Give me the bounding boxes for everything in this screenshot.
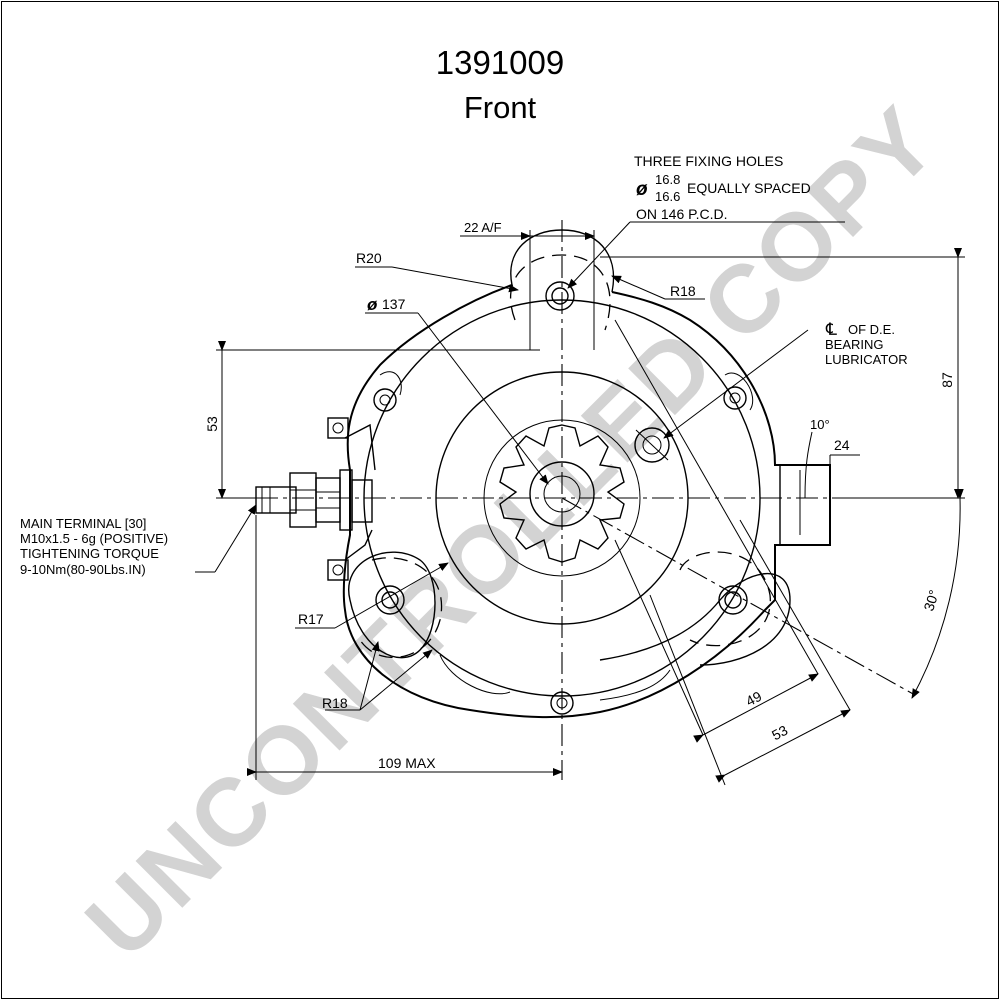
fixing-holes-dia-upper: 16.8	[655, 172, 680, 187]
angle-10-label: 10°	[810, 417, 830, 432]
fixing-holes-dia-lower: 16.6	[655, 189, 680, 204]
labels: THREE FIXING HOLES ø 16.8 16.6 EQUALLY S…	[20, 153, 955, 771]
dim-24-label: 24	[834, 437, 850, 453]
upper-small-terminal	[327, 417, 349, 439]
casting-detail-2	[724, 372, 754, 411]
diagonal-centre-line	[561, 497, 916, 696]
dim-109-label: 109 MAX	[378, 755, 436, 771]
dim-53-left-label: 53	[204, 416, 220, 432]
terminal-stud	[255, 486, 297, 514]
diameter-137-symbol: ø	[367, 295, 378, 314]
left-lug-outline	[348, 551, 436, 659]
lubricator-plug-inner	[642, 435, 662, 455]
centreline-symbol: ℄	[825, 320, 837, 339]
lower-small-terminal	[327, 559, 349, 581]
top-fixing-hole-inner	[551, 287, 569, 305]
watermark-text: UNCONTROLLED COPY	[66, 86, 958, 978]
r18-top-label: R18	[670, 283, 696, 299]
bearing-lubricator	[634, 427, 670, 463]
right-lug-outline	[599, 573, 791, 666]
casting-detail-4	[599, 669, 671, 701]
left-lug-radius	[359, 557, 443, 659]
cl-label-3: LUBRICATOR	[825, 352, 908, 367]
r17-label: R17	[298, 611, 324, 627]
right-fixing-hole-inner	[724, 591, 742, 609]
dim-53-diag-label: 53	[769, 722, 790, 744]
cl-label-2: BEARING	[825, 337, 884, 352]
right-lug-radius	[679, 551, 771, 647]
r20-label: R20	[356, 250, 382, 266]
casting-detail-3	[439, 654, 511, 695]
left-fixing-hole	[375, 585, 405, 615]
right-fixing-hole	[718, 585, 748, 615]
main-terminal-label-4: 9-10Nm(80-90Lbs.IN)	[20, 562, 146, 577]
diameter-symbol: ø	[636, 179, 648, 200]
part-number-title: 1391009	[435, 44, 565, 81]
top-fixing-hole	[545, 281, 575, 311]
screw-upper-right	[723, 386, 747, 410]
dim-49-label: 49	[743, 688, 764, 710]
angle-30-label: 30°	[920, 588, 942, 613]
top-lug-radius	[509, 254, 611, 331]
across-flats-label: 22 A/F	[464, 220, 502, 235]
casting-detail-1	[379, 371, 402, 396]
main-terminal	[255, 417, 376, 581]
r18-bottom-label: R18	[322, 695, 348, 711]
dim-87-label: 87	[939, 372, 955, 388]
housing-outline	[342, 284, 831, 719]
dimensions	[195, 221, 965, 786]
terminal-nut-1	[289, 472, 317, 528]
main-terminal-label-1: MAIN TERMINAL [30]	[20, 516, 146, 531]
fixing-holes-label-2: EQUALLY SPACED	[687, 180, 811, 196]
cl-label-1: OF D.E.	[848, 322, 895, 337]
main-terminal-label-3: TIGHTENING TORQUE	[20, 546, 159, 561]
view-title: Front	[463, 90, 537, 125]
left-fixing-hole-inner	[381, 591, 399, 609]
dia-137-label: 137	[382, 296, 406, 312]
centre-lines	[220, 220, 960, 780]
fixing-holes-label-3: ON 146 P.C.D.	[636, 206, 728, 222]
terminal-insulator	[351, 479, 373, 523]
fixing-holes-label-1: THREE FIXING HOLES	[634, 153, 783, 169]
main-terminal-label-2: M10x1.5 - 6g (POSITIVE)	[20, 531, 168, 546]
lubricator-plug-outer	[634, 427, 670, 463]
screw-upper-left	[373, 388, 397, 412]
terminal-nut-2	[315, 477, 341, 523]
